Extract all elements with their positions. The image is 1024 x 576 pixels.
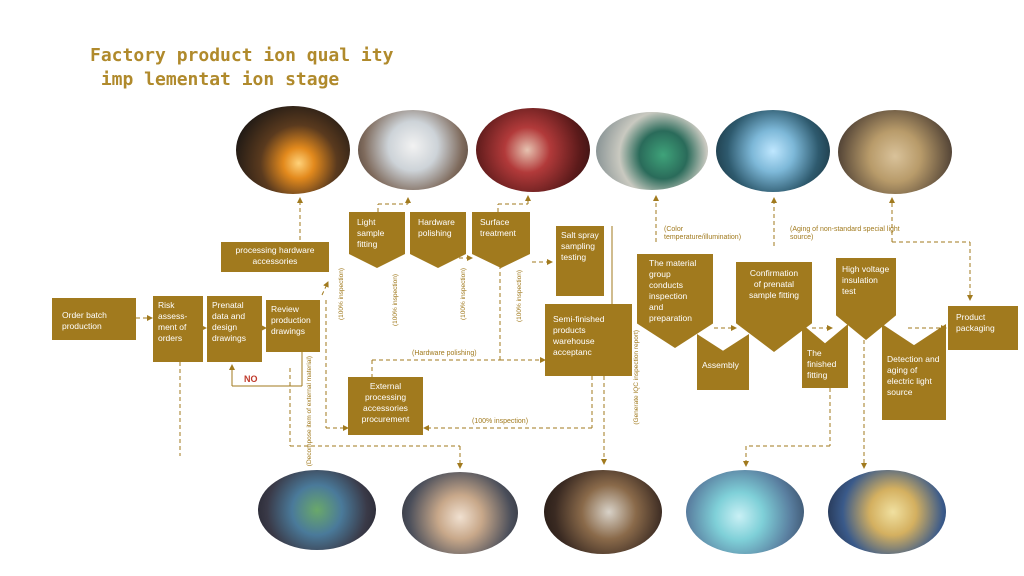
step-external-procurement: External processing accessories procurem… <box>348 377 423 435</box>
photo-testing <box>828 470 946 554</box>
no-label: NO <box>244 374 258 384</box>
photo-glass-parts <box>358 110 468 190</box>
step-review-drawings: Review production drawings <box>266 300 320 352</box>
step-hardware-polishing: Hardware polishing <box>410 212 466 268</box>
inspection-label-1: (100% inspection) <box>338 268 345 321</box>
photo-warehouse-check <box>544 470 662 554</box>
color-temperature-label: (Color temperature/illumination) <box>664 226 742 241</box>
photo-fitting-line <box>686 470 804 554</box>
photo-laser-cutting <box>236 106 350 194</box>
inspection-bottom-label: (100% inspection) <box>472 418 529 425</box>
photo-surface-treatment <box>476 108 590 192</box>
aging-special-source-label: (Aging of non-standard special light sou… <box>790 226 900 241</box>
step-risk-assessment: Risk assess-ment of orders <box>153 296 203 362</box>
photo-office-work <box>402 472 518 554</box>
photo-meeting <box>258 470 376 550</box>
step-processing-hardware: processing hardware accessories <box>221 242 329 272</box>
inspection-label-2: (100% inspection) <box>392 274 399 327</box>
step-order-batch-production: Order batch production <box>52 298 136 340</box>
step-salt-spray-testing: Salt spray sampling testing <box>556 226 604 296</box>
step-light-sample-fitting: Light sample fitting <box>349 212 405 268</box>
iqc-report-label: (Generate IQC inspection report) <box>633 330 640 425</box>
page-title: Factory product ion qual ity imp lementa… <box>90 45 394 90</box>
decompose-label: (Decompose item of external material) <box>306 356 313 467</box>
photo-lab-equipment <box>596 112 708 190</box>
step-surface-treatment: Surface treatment <box>472 212 530 268</box>
hardware-polishing-label: (Hardware polishing) <box>412 350 477 357</box>
photo-packaging <box>838 110 952 194</box>
step-detection-aging: Detection and aging of electric light so… <box>882 324 946 420</box>
inspection-label-3: (100% inspection) <box>460 268 467 321</box>
step-semi-finished-acceptance: Semi-finished products warehouse accepta… <box>545 304 632 376</box>
step-prenatal-data: Prenatal data and design drawings <box>207 296 262 362</box>
photo-aging-racks <box>716 110 830 192</box>
step-product-packaging: Product packaging <box>948 306 1018 350</box>
inspection-label-4: (100% inspection) <box>516 270 523 323</box>
